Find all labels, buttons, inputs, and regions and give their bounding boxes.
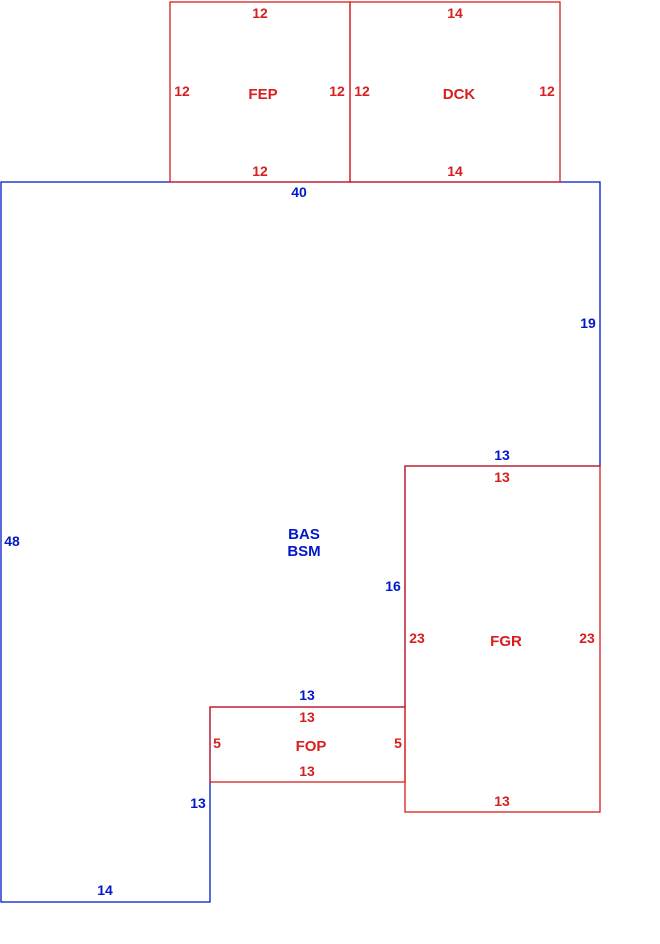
fgr-dim-top: 13 (494, 469, 510, 485)
fep-dim-top: 12 (252, 5, 268, 21)
dck-outline (349, 1, 561, 183)
dck-label: DCK (443, 86, 476, 103)
bas-dim-right-upper: 19 (580, 315, 596, 331)
fgr-outline (404, 465, 601, 813)
fgr-dim-right: 23 (579, 630, 595, 646)
dck-dim-right: 12 (539, 83, 555, 99)
fop-dim-right: 5 (394, 735, 402, 751)
bas-dim-garage-side: 16 (385, 578, 401, 594)
fgr-dim-left: 23 (409, 630, 425, 646)
fop-dim-left: 5 (213, 735, 221, 751)
bas-label: BAS (288, 526, 320, 543)
fgr-label: FGR (490, 633, 522, 650)
bas-dim-porch-side: 13 (190, 795, 206, 811)
bas-dim-left: 48 (4, 533, 20, 549)
fop-label: FOP (296, 738, 327, 755)
bas-dim-garage-edge: 13 (494, 447, 510, 463)
fep-dim-left: 12 (174, 83, 190, 99)
bas-dim-bottom: 14 (97, 882, 113, 898)
fep-dim-right: 12 (329, 83, 345, 99)
bsm-label: BSM (287, 543, 320, 560)
dck-dim-top: 14 (447, 5, 463, 21)
bas-dim-top: 40 (291, 184, 307, 200)
fop-outline (209, 706, 406, 783)
fep-dim-bottom: 12 (252, 163, 268, 179)
fgr-dim-bottom: 13 (494, 793, 510, 809)
dck-dim-bottom: 14 (447, 163, 463, 179)
fop-dim-top: 13 (299, 709, 315, 725)
fop-dim-bottom: 13 (299, 763, 315, 779)
dck-dim-left: 12 (354, 83, 370, 99)
bas-dim-porch-top: 13 (299, 687, 315, 703)
fep-label: FEP (248, 86, 277, 103)
